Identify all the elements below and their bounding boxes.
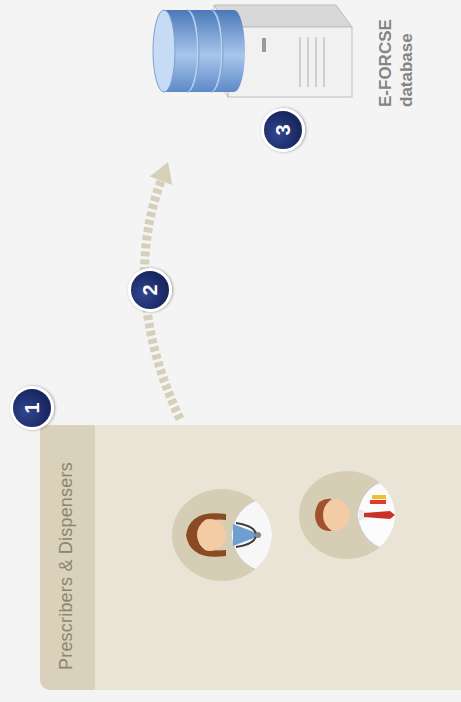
pharmacist-icon bbox=[299, 471, 398, 559]
doctor-icon bbox=[172, 489, 275, 581]
callout-number: 3 bbox=[272, 124, 295, 135]
database-label: E-FORCSE database bbox=[375, 7, 418, 107]
callout-badge: 1 bbox=[10, 386, 54, 430]
arrow-head bbox=[150, 162, 172, 185]
panel-heading: Prescribers & Dispensers bbox=[40, 419, 77, 690]
panel-band: Prescribers & Dispensers bbox=[40, 419, 461, 690]
callout-number: 1 bbox=[21, 402, 44, 413]
callout-badge: 3 bbox=[261, 108, 305, 152]
callout-number: 2 bbox=[139, 284, 162, 295]
panel-background bbox=[40, 425, 461, 690]
database-cylinders bbox=[153, 10, 245, 92]
server-icon bbox=[214, 5, 352, 97]
callout-badge: 2 bbox=[128, 268, 172, 312]
